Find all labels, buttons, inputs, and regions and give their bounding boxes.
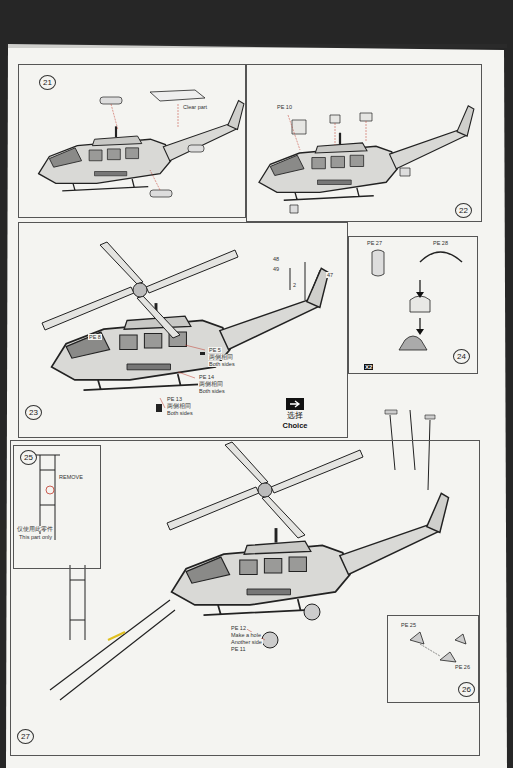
step-panel: 22 [246,64,482,222]
choice-text: Choice [259,421,331,430]
callout-number: 48 [272,256,280,262]
callout-number: 2 [292,282,297,288]
step-number: 21 [39,75,56,90]
part-label: 两侧相同 [166,403,192,409]
step-panel: 21 [18,64,246,218]
part-label: Make a hole [230,632,262,638]
part-label: PE 10 [276,104,293,110]
part-label: PE 26 [454,664,471,670]
part-label: X2 [364,364,373,370]
step-panel: 25 [13,445,101,569]
part-label: PE 8 [88,334,102,340]
choice-text: 选择 [259,410,331,421]
part-label: Clear part [182,104,208,110]
step-number: 24 [453,349,470,364]
part-label: REMOVE [58,474,84,480]
part-label: PE 12 [230,625,247,631]
step-number: 23 [25,405,42,420]
part-label: 两侧相同 [208,354,234,360]
part-label: Both sides [208,361,236,367]
part-label: PE 25 [400,622,417,628]
step-number: 25 [20,450,37,465]
callout-number: 47 [326,272,334,278]
choice-box: 选择Choice [259,410,331,438]
step-panel: 24 [348,236,478,374]
part-label: Both sides [166,410,194,416]
step-panel: 26 [387,615,479,703]
part-label: PE 27 [366,240,383,246]
step-panel: 27 25 26 [10,440,480,756]
step-number: 27 [17,729,34,744]
part-label: PE 11 [230,646,247,652]
callout-number: 49 [272,266,280,272]
part-label: PE 14 [198,374,215,380]
part-label: This part only [18,534,53,540]
part-label: 仅使用此零件 [16,526,54,532]
part-label: PE 5 [208,347,222,353]
part-label: Both sides [198,388,226,394]
part-label: Another side [230,639,263,645]
part-label: PE 13 [166,396,183,402]
part-label: 两侧相同 [198,381,224,387]
part-label: PE 28 [432,240,449,246]
step-number: 22 [455,203,472,218]
step-number: 26 [458,682,475,697]
